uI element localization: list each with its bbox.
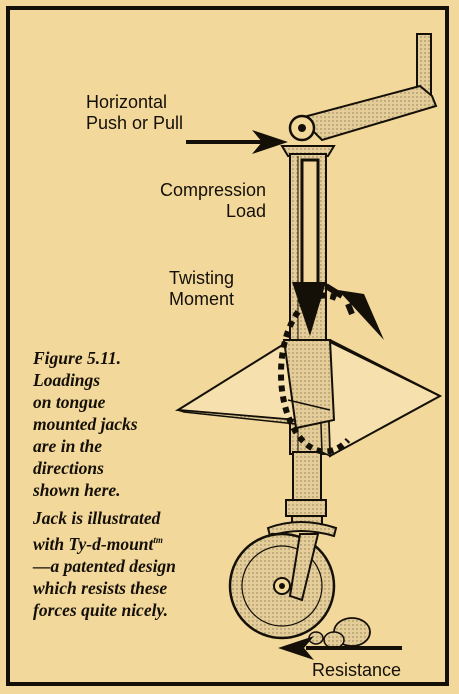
caster-wheel (228, 532, 336, 640)
twisting-moment-label-line2: Moment (168, 289, 234, 309)
caption-line-trademark: with Ty-d-mounttm (33, 529, 203, 555)
caption-line: Loadings (33, 370, 101, 390)
caption-line: are in the (33, 436, 103, 456)
horizontal-push-label-line1: Horizontal (86, 92, 168, 112)
caption-line: Figure 5.11. (33, 348, 122, 368)
compression-load-label-line2: Load (225, 201, 266, 221)
caption-line: on tongue (33, 392, 106, 412)
figure-border (6, 6, 449, 686)
twisting-moment-label: Twisting Moment (150, 268, 234, 310)
twisting-moment-arrow (278, 283, 384, 455)
crank-handle (288, 33, 438, 142)
figure-caption: Figure 5.11. Loadings on tongue mounted … (33, 347, 203, 621)
caption-line: mounted jacks (33, 414, 138, 434)
horizontal-push-label: Horizontal Push or Pull (86, 92, 183, 134)
horizontal-push-label-line2: Push or Pull (86, 113, 184, 133)
compression-load-label-line1: Compression (159, 180, 266, 200)
jack-inner-leg (266, 451, 338, 538)
caption-line: Jack is illustrated (33, 508, 161, 528)
caption-line: which resists these (33, 577, 168, 598)
compression-load-label: Compression Load (150, 180, 266, 222)
caption-line-text: with Ty-d-mount (33, 533, 154, 554)
ground-stones (308, 617, 371, 649)
horizontal-push-arrow (186, 130, 288, 154)
caption-line: shown here. (33, 480, 121, 500)
resistance-arrow (278, 636, 402, 660)
ty-d-mount-bracket (174, 338, 443, 458)
caption-line: directions (33, 458, 104, 478)
trademark-mark: tm (153, 535, 163, 545)
caption-line: forces quite nicely. (33, 599, 168, 620)
compression-load-arrow (292, 158, 326, 336)
twisting-moment-label-line1: Twisting (168, 268, 234, 288)
resistance-label: Resistance (312, 660, 402, 680)
caption-line: —a patented design (33, 555, 176, 576)
